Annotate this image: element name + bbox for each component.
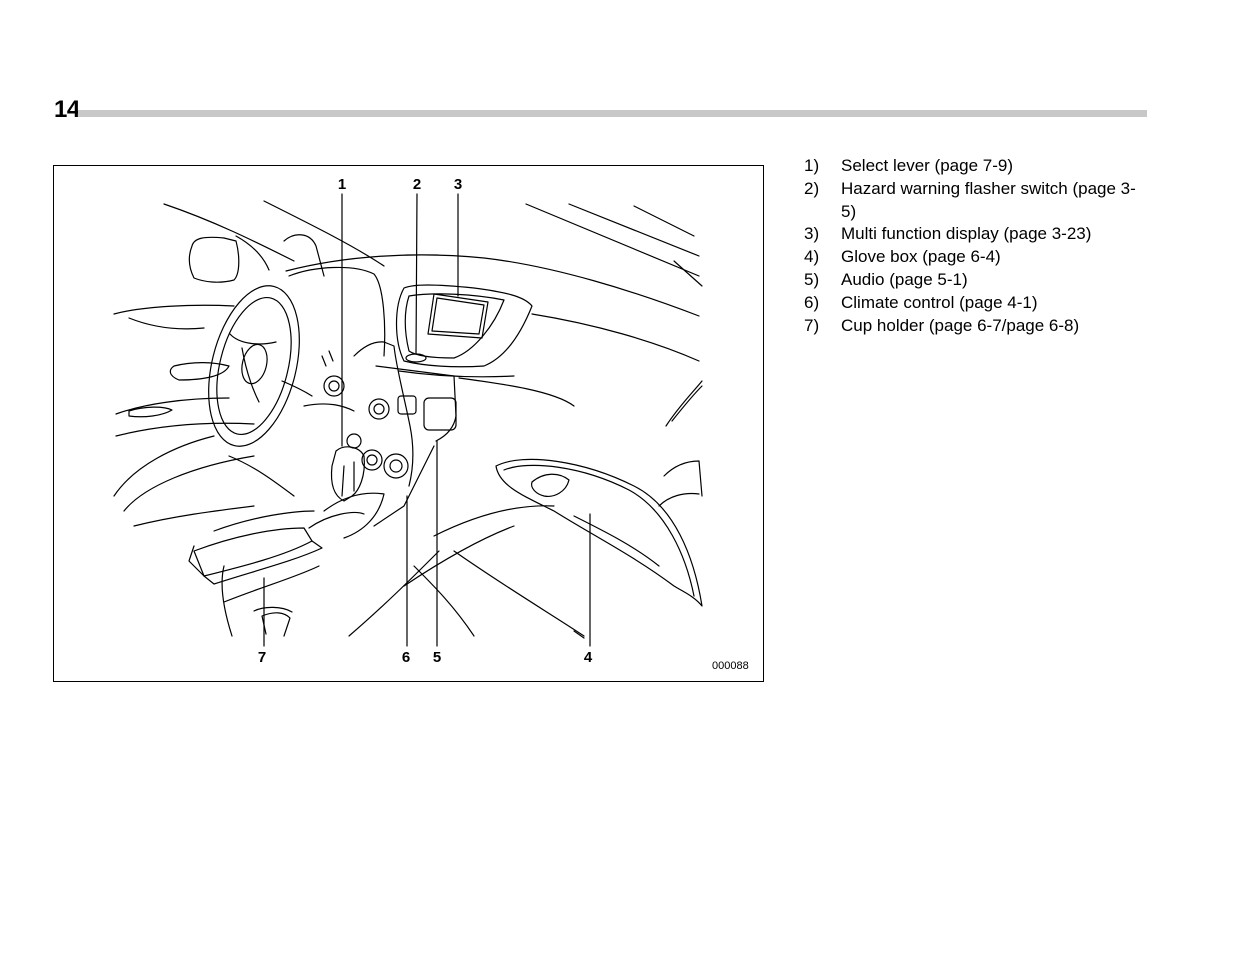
callout-7: 7 [257, 649, 267, 666]
figure-code: 000088 [712, 660, 749, 672]
legend-text: Cup holder (page 6-7/page 6-8) [841, 315, 1080, 335]
header-rule [78, 110, 1147, 117]
dashboard-figure: 1 2 3 4 5 6 7 000088 [53, 165, 764, 682]
legend-number: 6) [804, 292, 820, 312]
legend-item: 6) Climate control (page 4-1) [804, 292, 1149, 315]
legend-list: 1) Select lever (page 7-9) 2) Hazard war… [804, 155, 1149, 337]
legend-number: 7) [804, 315, 820, 335]
legend-number: 4) [804, 247, 820, 267]
legend-text: Audio (page 5-1) [841, 269, 968, 289]
legend-number: 1) [804, 156, 820, 175]
legend-item: 1) Select lever (page 7-9) [804, 155, 1149, 178]
callout-5: 5 [432, 649, 442, 666]
legend-text: Select lever (page 7-9) [841, 156, 1013, 175]
legend-item: 7) Cup holder (page 6-7/page 6-8) [804, 315, 1149, 338]
callout-1: 1 [337, 176, 347, 193]
legend-item: 4) Glove box (page 6-4) [804, 246, 1149, 269]
callout-6: 6 [401, 649, 411, 666]
legend-number: 2) [804, 178, 820, 198]
legend-text: Hazard warning flasher switch (page 3-5) [841, 178, 1136, 221]
legend-item: 5) Audio (page 5-1) [804, 269, 1149, 292]
legend-item: 2) Hazard warning flasher switch (page 3… [804, 178, 1149, 224]
legend-text: Glove box (page 6-4) [841, 247, 1001, 267]
callout-4: 4 [583, 649, 593, 666]
legend-number: 5) [804, 269, 820, 289]
callout-2: 2 [412, 176, 422, 193]
callout-3: 3 [453, 176, 463, 193]
legend-number: 3) [804, 224, 820, 244]
page-number: 14 [54, 96, 80, 123]
legend-text: Climate control (page 4-1) [841, 292, 1038, 312]
legend-text: Multi function display (page 3-23) [841, 224, 1092, 244]
dashboard-line-drawing [113, 193, 703, 647]
legend-item: 3) Multi function display (page 3-23) [804, 223, 1149, 246]
